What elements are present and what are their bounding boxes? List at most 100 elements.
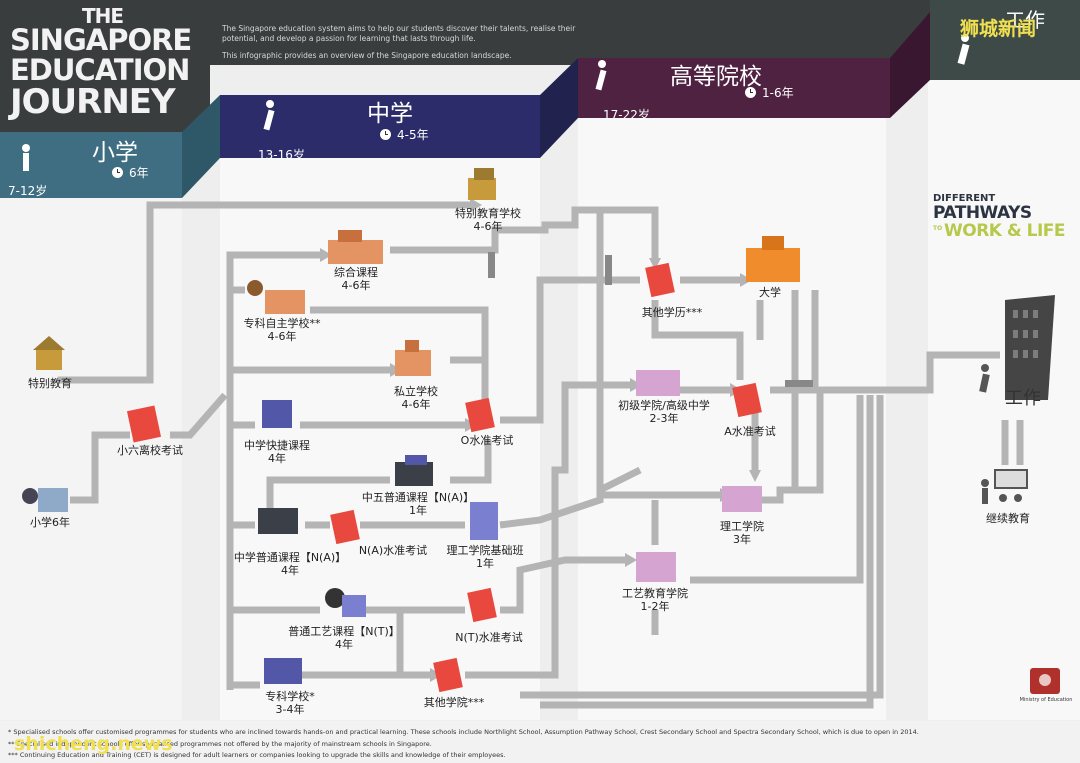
title-line3: EDUCATION	[10, 53, 190, 87]
na-exam-label: N(A)水准考试	[358, 544, 428, 557]
cet-label: 继续教育	[986, 512, 1030, 525]
university-icon	[746, 236, 800, 282]
private-school-icon	[395, 340, 431, 376]
teacher-icon	[981, 469, 1028, 504]
specialised-independent-years: 4-6年	[267, 330, 297, 343]
jc-years: 2-3年	[649, 412, 679, 425]
na-sec5-years: 1年	[409, 504, 427, 517]
express-name: 中学快捷课程	[244, 439, 310, 452]
private-school-years: 4-6年	[401, 398, 431, 411]
special-ed-icon	[33, 336, 65, 370]
work-title: 工作	[1005, 8, 1045, 32]
alevel-label: A水准考试	[724, 425, 776, 438]
poly-foundation-icon	[470, 502, 498, 540]
work-band	[930, 0, 1080, 82]
work-column	[928, 80, 1080, 720]
primary-title: 小学	[92, 140, 138, 166]
title-line2: SINGAPORE	[10, 23, 192, 57]
specialised-independent-label: 专科自主学校** 4-6年	[234, 317, 330, 343]
specialised-school-years: 3-4年	[275, 703, 305, 716]
work-label: 工作	[1005, 388, 1041, 409]
specialised-independent-name: 专科自主学校**	[243, 317, 321, 330]
na-course-name: 中学普通课程【N(A)】	[233, 551, 347, 564]
connector-bar	[785, 380, 813, 387]
na-sec5-name: 中五普通课程【N(A)】	[361, 491, 475, 504]
olevel-label: O水准考试	[460, 434, 514, 447]
nt-course-icon	[325, 588, 366, 617]
primary-duration-text: 6年	[129, 166, 149, 180]
ip-label: 综合课程 4-6年	[320, 266, 392, 292]
na-sec5-label: 中五普通课程【N(A)】 1年	[356, 491, 480, 517]
primary-duration: 6年	[112, 164, 149, 181]
jc-name: 初级学院/高级中学	[618, 399, 710, 412]
secondary-band	[220, 95, 540, 158]
ite-label: 工艺教育学院 1-2年	[612, 587, 698, 613]
intro-text: The Singapore education system aims to h…	[222, 24, 612, 61]
primary6-label: 小学6年	[30, 516, 70, 529]
primary-age: 7-12岁	[8, 184, 48, 198]
secondary-duration-text: 4-5年	[397, 128, 429, 142]
primary-band-fold	[182, 95, 220, 198]
worker-icon	[979, 364, 990, 393]
tertiary-title: 高等院校	[670, 64, 762, 90]
poly-years: 3年	[733, 533, 751, 546]
poly-foundation-years: 1年	[476, 557, 494, 570]
tertiary-column	[578, 118, 886, 720]
connector-bar	[605, 255, 612, 285]
tertiary-age: 17-22岁	[603, 108, 650, 122]
clock-icon	[112, 167, 123, 178]
watermark-top: 狮城新闻	[960, 18, 1037, 40]
person-icons	[22, 34, 970, 171]
watermark-bottom: shicheng.news	[14, 733, 173, 755]
footnote-area	[0, 721, 1080, 763]
header-band	[195, 0, 930, 65]
express-course-icon	[262, 400, 292, 428]
poly-foundation-name: 理工学院基础班	[446, 544, 524, 557]
poly-icon	[722, 486, 762, 512]
specialised-school-label: 专科学校* 3-4年	[250, 690, 330, 716]
ip-years: 4-6年	[341, 279, 371, 292]
pathways-to: TO	[933, 225, 943, 232]
title-line4: JOURNEY	[10, 82, 176, 122]
poly-label: 理工学院 3年	[708, 520, 776, 546]
na-sec5-icon	[395, 455, 433, 486]
special-ed-label: 特别教育	[28, 377, 72, 390]
express-years: 4年	[268, 452, 286, 465]
moe-label: Ministry of Education	[1019, 697, 1073, 703]
secondary-title: 中学	[367, 101, 413, 127]
other-institutions-label: 其他学院***	[423, 696, 485, 709]
clock-icon	[380, 129, 391, 140]
primary-band	[0, 132, 182, 198]
primary6-icon	[22, 488, 68, 512]
pathways-line1: DIFFERENT	[933, 193, 996, 204]
ite-icon	[636, 552, 676, 582]
title-line1: THE	[82, 4, 124, 28]
tertiary-duration: 1-6年	[745, 84, 794, 101]
footnote-1: * Specialised schools offer customised p…	[8, 728, 919, 736]
special-ed-school-name: 特别教育学校	[455, 207, 521, 220]
pathways-line2: PATHWAYS	[933, 203, 1032, 223]
poly-foundation-label: 理工学院基础班 1年	[440, 544, 530, 570]
footnote-3: *** Continuing Education and Training (C…	[8, 751, 506, 759]
other-qual-label: 其他学历***	[641, 306, 703, 319]
poly-name: 理工学院	[720, 520, 764, 533]
jc-label: 初级学院/高级中学 2-3年	[606, 399, 722, 425]
nt-course-label: 普通工艺课程【N(T)】 4年	[280, 625, 408, 651]
na-course-icon	[258, 508, 298, 534]
exam-icons	[126, 262, 762, 693]
nt-course-years: 4年	[335, 638, 353, 651]
na-course-label: 中学普通课程【N(A)】 4年	[228, 551, 352, 577]
secondary-age: 13-16岁	[258, 148, 305, 162]
private-school-name: 私立学校	[394, 385, 438, 398]
express-label: 中学快捷课程 4年	[234, 439, 320, 465]
tertiary-band-fold	[890, 12, 930, 118]
title-block-bg	[0, 0, 210, 132]
na-course-years: 4年	[281, 564, 299, 577]
moe-crest-icon	[1030, 668, 1060, 694]
special-ed-school-icon	[468, 168, 496, 200]
ite-years: 1-2年	[640, 600, 670, 613]
secondary-band-fold	[540, 58, 578, 158]
integrated-programme-icon	[328, 230, 383, 264]
